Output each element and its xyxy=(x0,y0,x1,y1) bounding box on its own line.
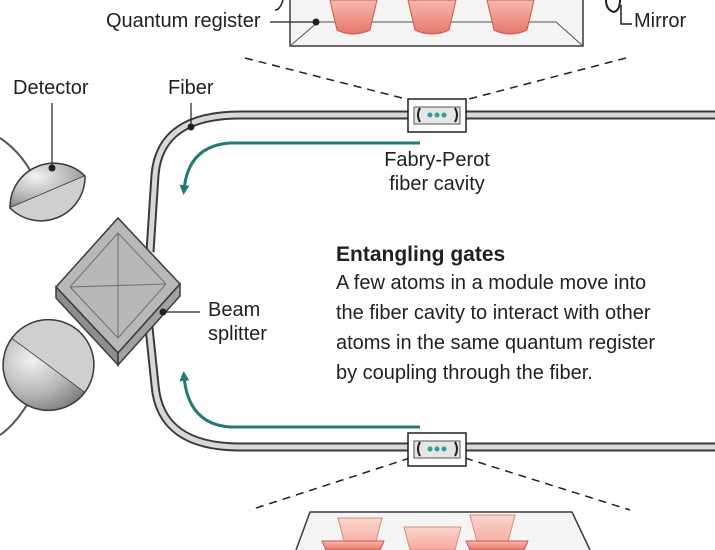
detector-label: Detector xyxy=(13,77,89,99)
arrow-top xyxy=(179,141,420,195)
beam-splitter-leader xyxy=(159,308,200,316)
detector-leader xyxy=(48,103,56,172)
annotation-line: the fiber cavity to interact with other xyxy=(336,302,651,324)
beam-splitter-label-line2: splitter xyxy=(208,323,267,345)
beam-splitter-label-line1: Beam xyxy=(208,299,261,321)
annotation-body: A few atoms in a module move into the fi… xyxy=(336,268,655,388)
top-left-mirror-icon xyxy=(274,0,284,11)
cavity-top-icon xyxy=(407,98,467,133)
annotation-line: atoms in the same quantum register xyxy=(336,332,656,354)
cavity-label-line1: Fabry-Perot xyxy=(384,149,490,171)
arrow-bottom xyxy=(179,371,420,429)
annotation-line: A few atoms in a module move into xyxy=(336,272,647,294)
fiber-leader xyxy=(187,103,195,131)
cavity-label-line2: fiber cavity xyxy=(389,173,485,195)
zoom-line-bottom-left xyxy=(249,457,411,511)
detector-bottom-icon xyxy=(2,318,95,412)
mirror-label: Mirror xyxy=(634,10,687,32)
fiber-top xyxy=(145,110,715,253)
zoom-line-bottom-right xyxy=(464,457,631,511)
fiber-bottom xyxy=(143,317,715,452)
bottom-register-module xyxy=(295,511,591,550)
mirror-icon xyxy=(605,0,632,25)
top-trap-cones xyxy=(329,0,535,35)
detector-top-icon xyxy=(9,162,87,222)
beam-splitter-icon xyxy=(54,216,182,367)
cavity-bottom-icon xyxy=(407,432,467,467)
detector-bottom-cable xyxy=(0,399,31,436)
annotation-line: by coupling through the fiber. xyxy=(336,362,593,384)
detector-top-cable xyxy=(0,137,31,171)
quantum-register-label: Quantum register xyxy=(106,10,261,32)
quantum-register-leader xyxy=(270,18,320,26)
zoom-line-top-right xyxy=(464,57,627,101)
top-register-module xyxy=(289,0,584,47)
fiber-label: Fiber xyxy=(168,77,214,99)
zoom-line-top-left xyxy=(244,57,411,101)
annotation-heading: Entangling gates xyxy=(336,243,506,266)
